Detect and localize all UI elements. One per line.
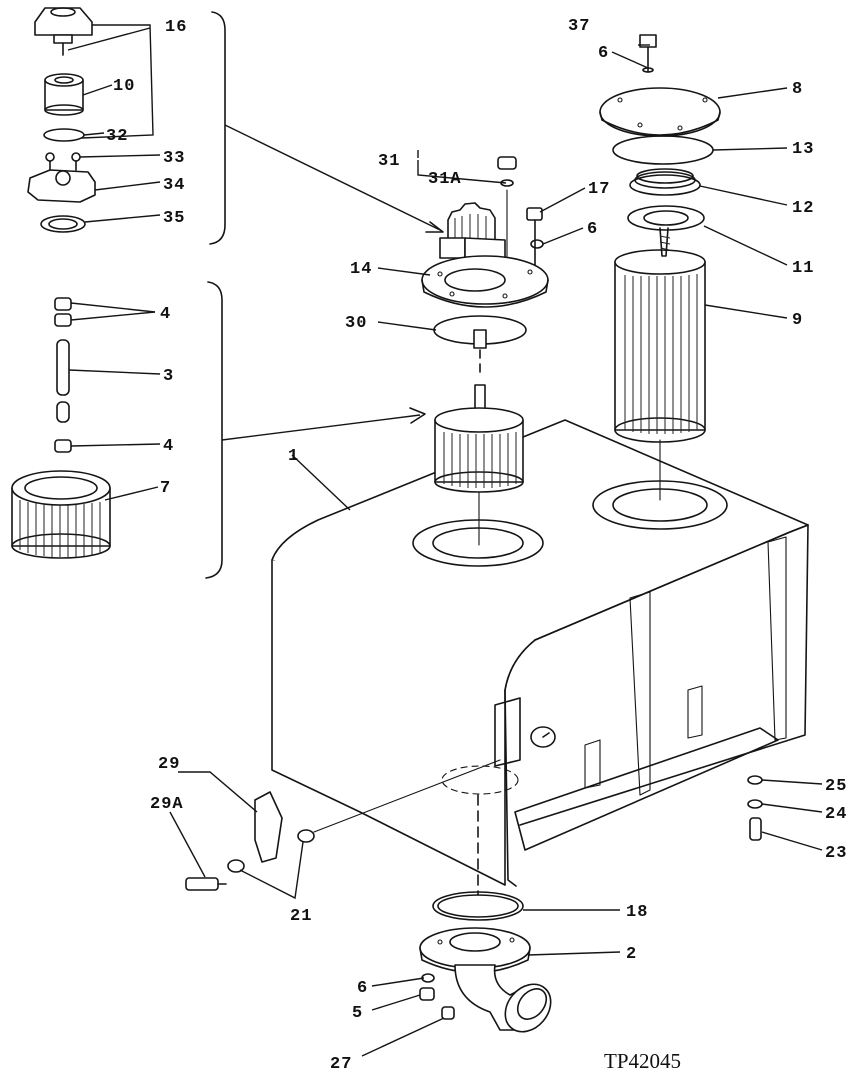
callout-10: 10 (113, 77, 135, 96)
callout-34: 34 (163, 176, 185, 195)
breather-assembly (421, 156, 549, 546)
callout-13: 13 (792, 140, 814, 159)
document-id: TP42045 (604, 1049, 681, 1073)
callout-25: 25 (825, 777, 847, 796)
callout-8: 8 (792, 80, 803, 99)
callout-labels: 16 10 32 33 34 35 4 3 4 7 1 37 6 8 13 12… (106, 17, 847, 1074)
callout-16: 16 (165, 18, 187, 37)
callout-2: 2 (626, 945, 637, 964)
callout-21: 21 (290, 907, 312, 926)
callout-31a: 31A (428, 170, 462, 189)
callout-3: 3 (163, 367, 174, 386)
callout-11: 11 (792, 259, 814, 278)
callout-18: 18 (626, 903, 648, 922)
callout-23: 23 (825, 844, 847, 863)
callout-12: 12 (792, 199, 814, 218)
callout-1: 1 (288, 447, 299, 466)
callout-14: 14 (350, 260, 372, 279)
callout-4-upper: 4 (160, 305, 171, 324)
callout-6-top: 6 (598, 44, 609, 63)
callout-6-bottom: 6 (357, 979, 368, 998)
leader-lines (67, 24, 823, 1057)
callout-9: 9 (792, 311, 803, 330)
callout-4-lower: 4 (163, 437, 174, 456)
callout-37: 37 (568, 17, 590, 36)
strainer-detail-group (11, 297, 111, 559)
callout-32: 32 (106, 127, 128, 146)
filter-element-9 (614, 249, 706, 501)
sight-gauge-parts (185, 759, 763, 891)
callout-29: 29 (158, 755, 180, 774)
callout-35: 35 (163, 209, 185, 228)
filter-cover-stack (599, 34, 721, 257)
callout-29a: 29A (150, 795, 184, 814)
breather-detail-group (27, 7, 96, 233)
callout-24: 24 (825, 805, 847, 824)
callout-6-mid: 6 (587, 220, 598, 239)
callout-33: 33 (163, 149, 185, 168)
callout-27: 27 (330, 1055, 352, 1074)
hydraulic-tank (271, 419, 809, 896)
callout-31: 31 (378, 152, 400, 171)
callout-7: 7 (160, 479, 171, 498)
callout-5: 5 (352, 1004, 363, 1023)
callout-17: 17 (588, 180, 610, 199)
suction-assembly (419, 891, 552, 1033)
callout-30: 30 (345, 314, 367, 333)
